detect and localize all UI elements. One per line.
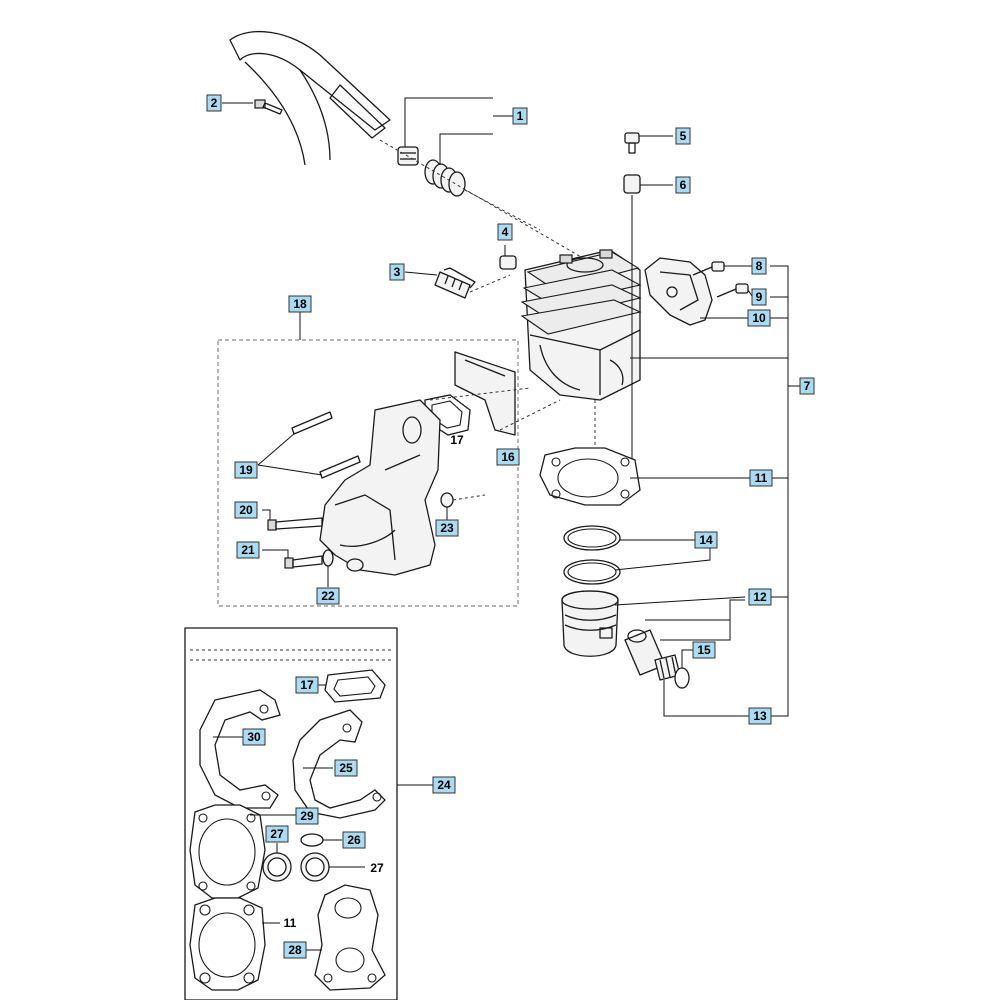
svg-text:1: 1	[517, 109, 524, 123]
callout-10: 10	[747, 309, 771, 327]
svg-text:27: 27	[270, 827, 284, 841]
svg-text:26: 26	[347, 833, 361, 847]
svg-text:5: 5	[680, 129, 687, 143]
svg-text:15: 15	[697, 643, 711, 657]
muffler-body	[319, 399, 441, 576]
svg-text:14: 14	[699, 533, 713, 547]
callout-1: 1	[512, 107, 528, 125]
callout-7: 7	[799, 377, 815, 395]
screw-part-8	[692, 261, 752, 276]
bolt-part-20	[262, 509, 323, 531]
gasket-part-17-kit	[316, 669, 386, 703]
gasket-part-29	[189, 804, 296, 899]
screw-part-9	[716, 283, 753, 298]
callout-8: 8	[751, 257, 767, 275]
svg-text:13: 13	[753, 709, 767, 723]
spark-plug-part-3	[404, 267, 511, 299]
svg-text:30: 30	[247, 730, 261, 744]
svg-text:11: 11	[755, 471, 768, 485]
svg-text:3: 3	[394, 265, 401, 279]
label-27: 27	[370, 861, 384, 875]
svg-text:16: 16	[501, 450, 515, 464]
handle-outline	[229, 30, 391, 166]
svg-text:6: 6	[680, 178, 687, 192]
gasket-part-30	[199, 689, 281, 809]
seal-part-27-b	[300, 852, 330, 882]
screw-part-5	[624, 132, 673, 154]
callout-22: 22	[316, 587, 340, 605]
callout-20: 20	[234, 501, 258, 519]
svg-text:18: 18	[293, 297, 307, 311]
callout-27: 27	[265, 825, 289, 843]
spring-part-1	[424, 159, 466, 197]
callout-19: 19	[234, 461, 258, 479]
callout-30: 30	[242, 728, 266, 746]
svg-text:19: 19	[239, 463, 253, 477]
muffler-group-frame	[217, 339, 519, 607]
callout-5: 5	[675, 127, 691, 145]
gasket-kit-bag	[184, 627, 433, 1000]
svg-text:9: 9	[756, 290, 763, 304]
callout-29: 29	[295, 807, 319, 825]
svg-text:12: 12	[753, 590, 767, 604]
heat-shield-part-10	[644, 257, 713, 326]
label-17: 17	[450, 433, 464, 447]
callout-24: 24	[432, 776, 456, 794]
svg-text:25: 25	[339, 761, 353, 775]
svg-text:7: 7	[804, 379, 811, 393]
bolt-part-21	[262, 549, 323, 569]
muffler-bolts-part-19	[257, 411, 361, 479]
o-ring-part-26	[300, 833, 342, 847]
callout-21: 21	[236, 541, 260, 559]
nut-part-4	[499, 245, 517, 270]
piston-part-12	[561, 590, 619, 657]
gasket-part-11-kit	[189, 897, 280, 991]
svg-text:21: 21	[241, 543, 255, 557]
callout-26: 26	[342, 831, 366, 849]
callout-11: 11	[749, 469, 773, 487]
svg-text:17: 17	[300, 678, 314, 692]
svg-text:20: 20	[239, 503, 253, 517]
callout-17: 17	[295, 676, 319, 694]
svg-text:23: 23	[440, 521, 454, 535]
callout-4: 4	[497, 223, 513, 241]
callout-18: 18	[288, 295, 312, 313]
gasket-part-28	[302, 884, 386, 991]
callout-15: 15	[692, 641, 716, 659]
piston-rings-part-14	[563, 525, 711, 585]
callout-9: 9	[751, 288, 767, 306]
svg-text:29: 29	[300, 809, 314, 823]
seal-part-27-a	[262, 843, 292, 882]
svg-text:24: 24	[437, 778, 451, 792]
nut-part-23	[440, 492, 486, 520]
cylinder-gasket-part-11	[539, 447, 752, 506]
sleeve-part-6	[623, 174, 673, 194]
callout-2: 2	[206, 94, 222, 112]
callout-13: 13	[748, 707, 772, 725]
callout-12: 12	[748, 588, 772, 606]
cylinder	[520, 249, 642, 401]
washer-part-22	[322, 549, 334, 587]
svg-text:10: 10	[752, 311, 766, 325]
svg-text:22: 22	[321, 589, 335, 603]
circlip-part-15	[674, 649, 693, 689]
callout-6: 6	[675, 176, 691, 194]
svg-text:2: 2	[211, 96, 218, 110]
callout-16: 16	[496, 448, 520, 466]
svg-text:4: 4	[502, 225, 509, 239]
callout-25: 25	[334, 759, 358, 777]
svg-text:28: 28	[288, 943, 302, 957]
svg-text:8: 8	[756, 259, 763, 273]
needle-bearing-part-13	[654, 654, 750, 717]
callout-28: 28	[283, 941, 307, 959]
callout-23: 23	[435, 519, 459, 537]
callout-3: 3	[389, 263, 405, 281]
screw-part-2	[222, 99, 283, 115]
callout-14: 14	[694, 531, 718, 549]
label-11: 11	[284, 916, 297, 930]
